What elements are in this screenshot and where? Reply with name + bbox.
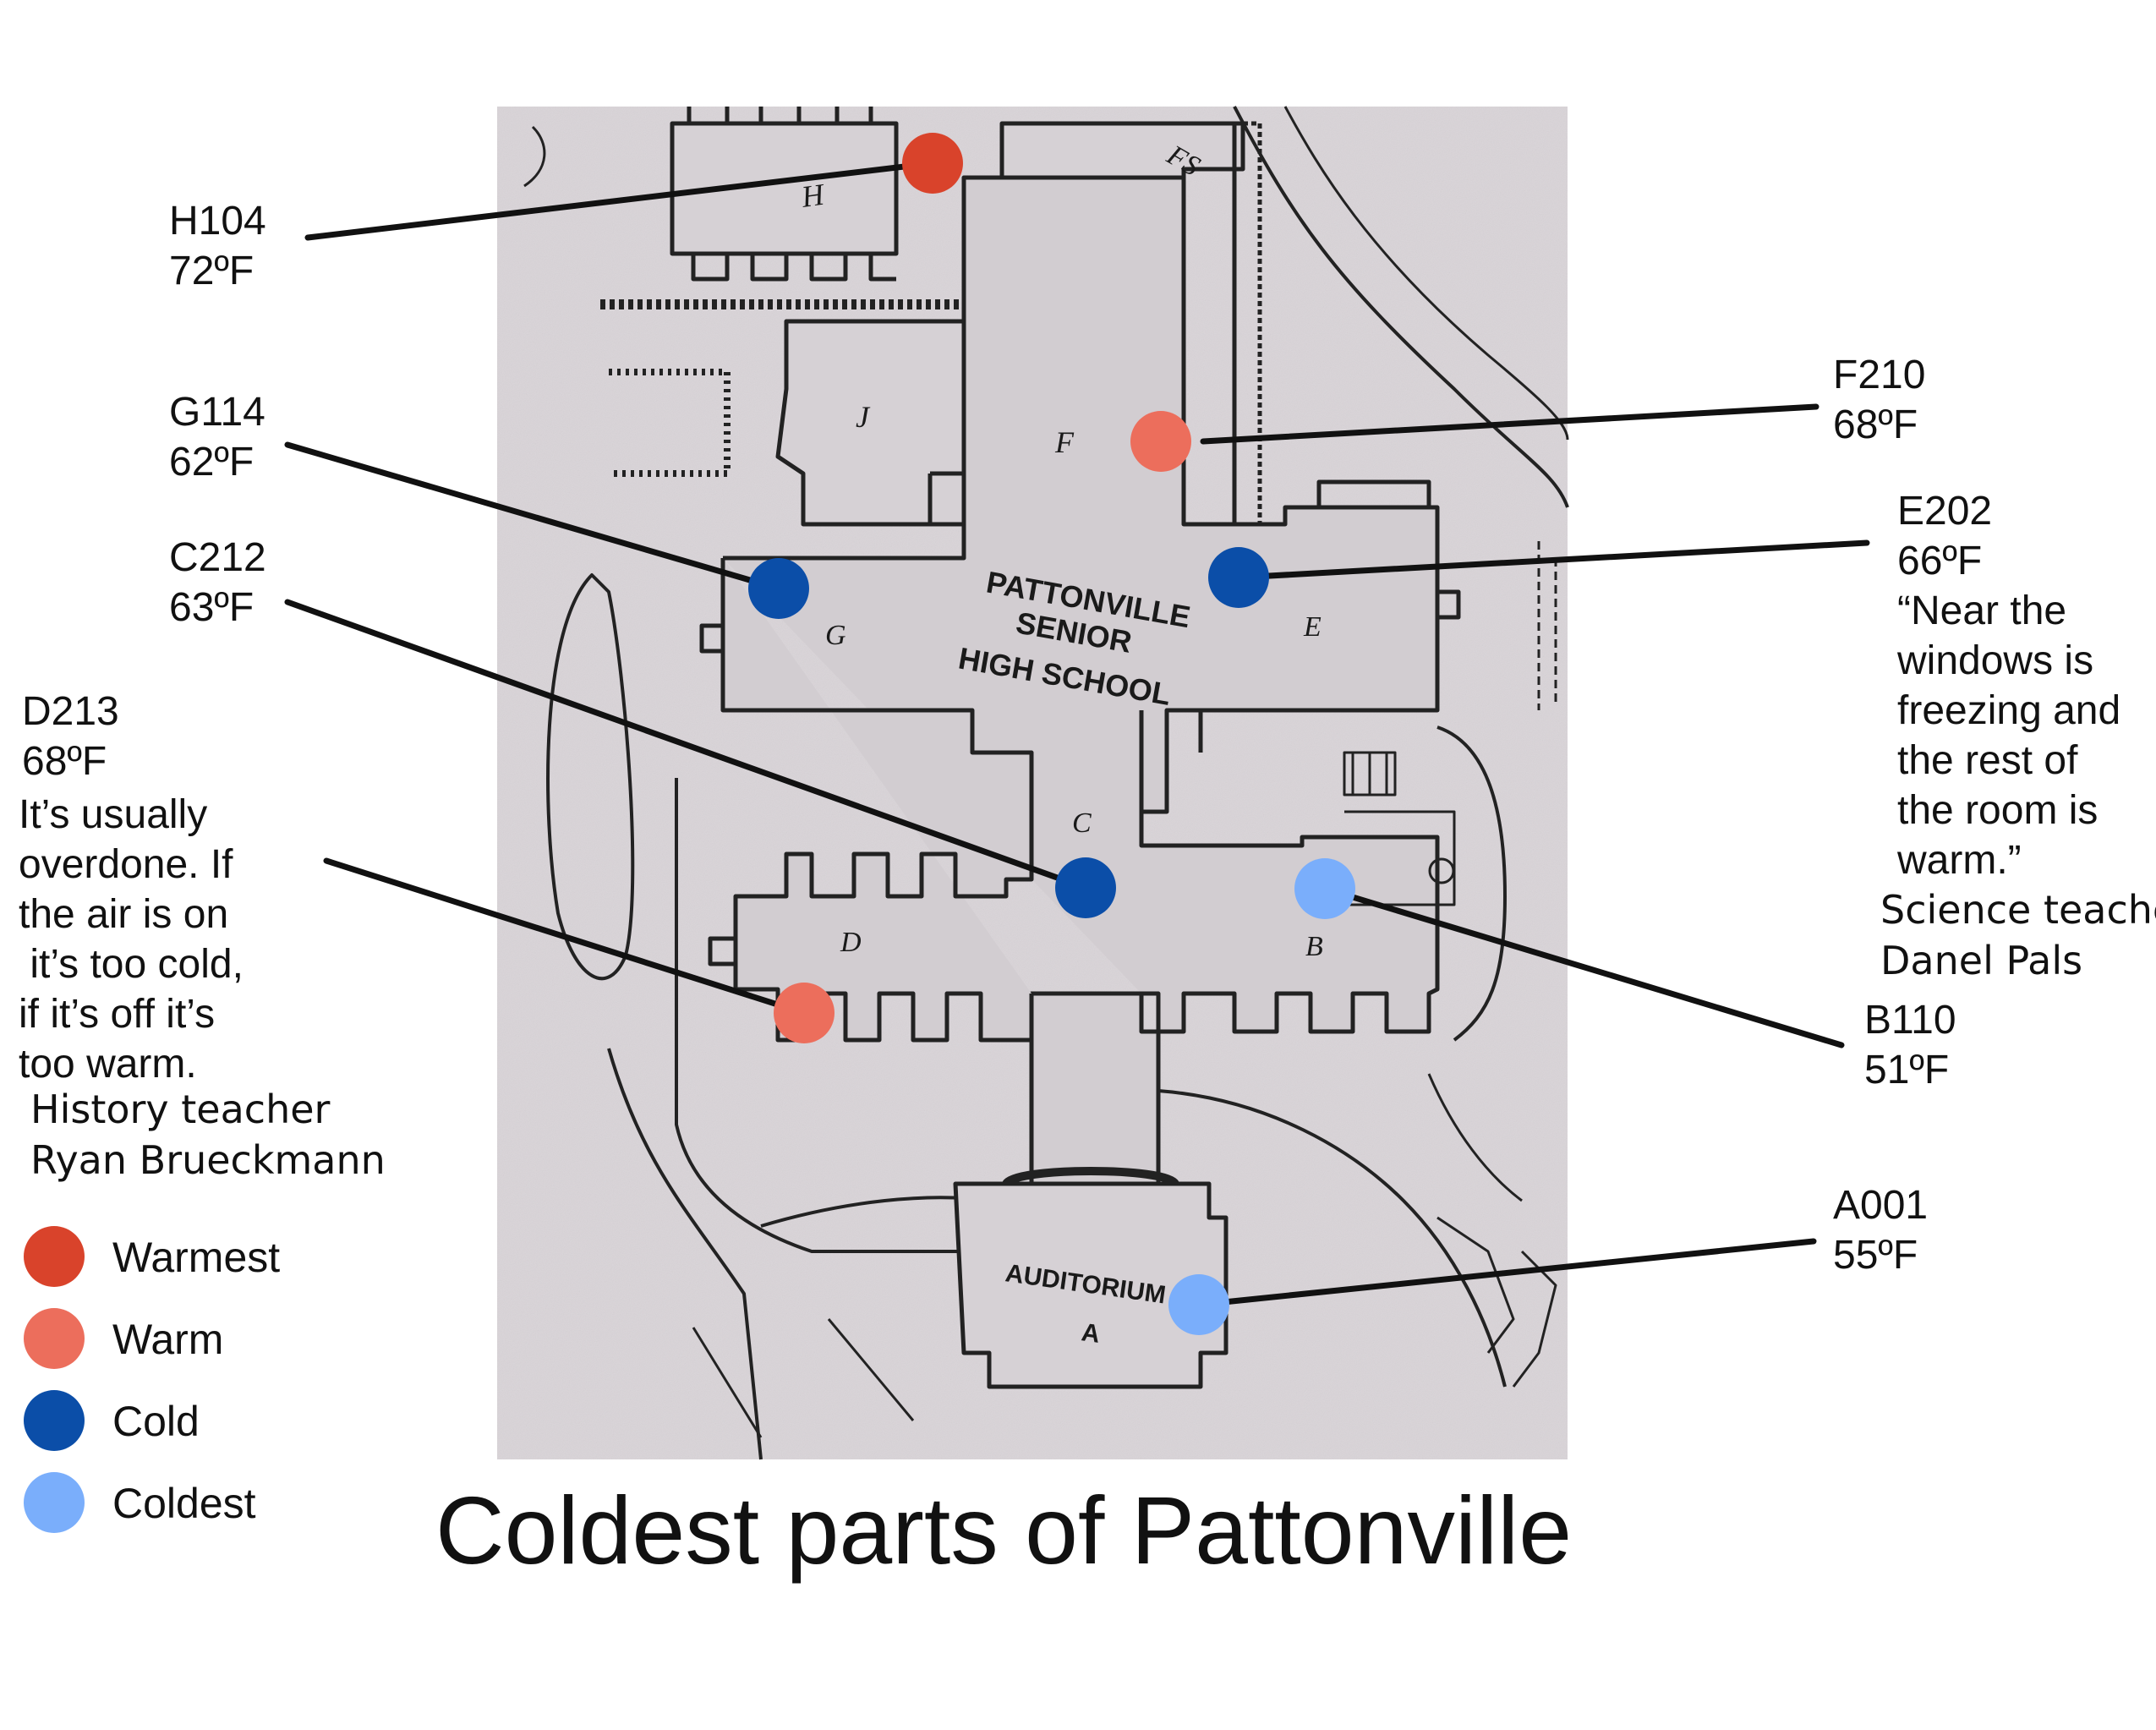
map-label-f: F (1054, 425, 1075, 459)
leader-line-a001 (1196, 1238, 1817, 1308)
temp-g114: 62ºF (169, 440, 254, 485)
leader-line-h104 (304, 160, 936, 241)
temp-b110: 51ºF (1864, 1048, 1950, 1092)
temp-d213: 68ºF (22, 739, 107, 784)
marker-a001[interactable] (1168, 1274, 1229, 1335)
marker-e202[interactable] (1208, 547, 1269, 608)
room-markers (748, 133, 1355, 1335)
attribution-person: Ryan Brueckmann (30, 1137, 386, 1183)
map-label-j: J (856, 400, 871, 434)
quote-d213-line: the air is on (19, 892, 229, 937)
legend-swatch (24, 1308, 85, 1369)
leader-line-c212 (284, 599, 1089, 891)
quote-e202-line: the room is (1897, 788, 2099, 833)
attribution-person: Danel Pals (1880, 938, 2083, 983)
label-a001: A001 55ºF (1833, 1180, 1928, 1280)
leader-lines (284, 160, 1870, 1308)
quote-e202: “Near the windows is freezing and the re… (1897, 586, 2120, 885)
legend-label: Warmest (112, 1234, 281, 1281)
leader-line-b110 (1322, 885, 1845, 1048)
marker-f210[interactable] (1130, 411, 1191, 472)
marker-g114[interactable] (748, 558, 809, 619)
room-c212: C212 (169, 535, 266, 580)
leader-line-e202 (1235, 539, 1870, 581)
legend-label: Coldest (112, 1480, 256, 1527)
quote-d213-line: overdone. If (19, 842, 233, 887)
quote-e202-line: windows is (1897, 638, 2094, 683)
map-linework (523, 106, 1569, 1460)
attribution-d213: History teacher Ryan Brueckmann (30, 1084, 386, 1185)
map-wing-labels: H FS J F G E C D B (799, 139, 1323, 962)
attribution-e202: Science teacher Danel Pals (1880, 884, 2156, 986)
label-c212: C212 63ºF (169, 533, 266, 632)
temp-f210: 68ºF (1833, 402, 1918, 447)
label-h104: H104 72ºF (169, 196, 266, 296)
legend-label: Warm (112, 1316, 224, 1363)
attribution-role: Science teacher (1880, 887, 2156, 933)
quote-e202-line: warm.” (1897, 838, 2022, 883)
temp-e202: 66ºF (1897, 539, 1983, 583)
legend-swatch (24, 1390, 85, 1451)
room-f210: F210 (1833, 353, 1926, 397)
marker-h104[interactable] (902, 133, 963, 194)
temp-a001: 55ºF (1833, 1233, 1918, 1278)
room-g114: G114 (169, 390, 265, 435)
marker-c212[interactable] (1055, 857, 1116, 918)
quote-d213-line: It’s usually (19, 792, 208, 837)
quote-d213-line: too warm. (19, 1042, 197, 1087)
map-label-g: G (825, 620, 846, 651)
quote-d213: It’s usually overdone. If the air is on … (19, 790, 244, 1089)
room-a001: A001 (1833, 1183, 1929, 1228)
quote-e202-line: freezing and (1897, 688, 2121, 733)
room-d213: D213 (22, 689, 119, 734)
map-label-c: C (1072, 808, 1092, 839)
marker-d213[interactable] (774, 983, 834, 1043)
map-label-b: B (1305, 931, 1323, 962)
marker-b110[interactable] (1294, 858, 1355, 919)
label-f210: F210 68ºF (1833, 350, 1925, 450)
attribution-role: History teacher (30, 1087, 331, 1132)
legend-swatch (24, 1472, 85, 1533)
leader-line-g114 (284, 441, 782, 592)
temp-h104: 72ºF (169, 249, 254, 293)
leader-line-f210 (1200, 403, 1819, 445)
legend-label: Cold (112, 1398, 200, 1445)
map-label-d: D (840, 927, 862, 958)
map-label-e: E (1303, 611, 1322, 643)
temp-c212: 63ºF (169, 585, 254, 630)
page-title: Coldest parts of Pattonville (435, 1477, 1573, 1584)
quote-e202-line: the rest of (1897, 738, 2078, 783)
quote-d213-line: it’s too cold, (19, 942, 244, 987)
leader-line-d213 (323, 857, 807, 1016)
map-auditorium-line-2: A (1080, 1318, 1102, 1349)
label-e202: E202 66ºF (1897, 486, 1992, 586)
quote-d213-line: if it’s off it’s (19, 992, 216, 1037)
room-b110: B110 (1864, 998, 1956, 1043)
legend-swatch (24, 1226, 85, 1287)
room-h104: H104 (169, 199, 266, 244)
label-d213: D213 68ºF (22, 687, 119, 786)
label-g114: G114 62ºF (169, 387, 265, 487)
quote-e202-line: “Near the (1897, 589, 2067, 633)
label-b110: B110 51ºF (1864, 995, 1956, 1095)
room-e202: E202 (1897, 489, 1993, 534)
